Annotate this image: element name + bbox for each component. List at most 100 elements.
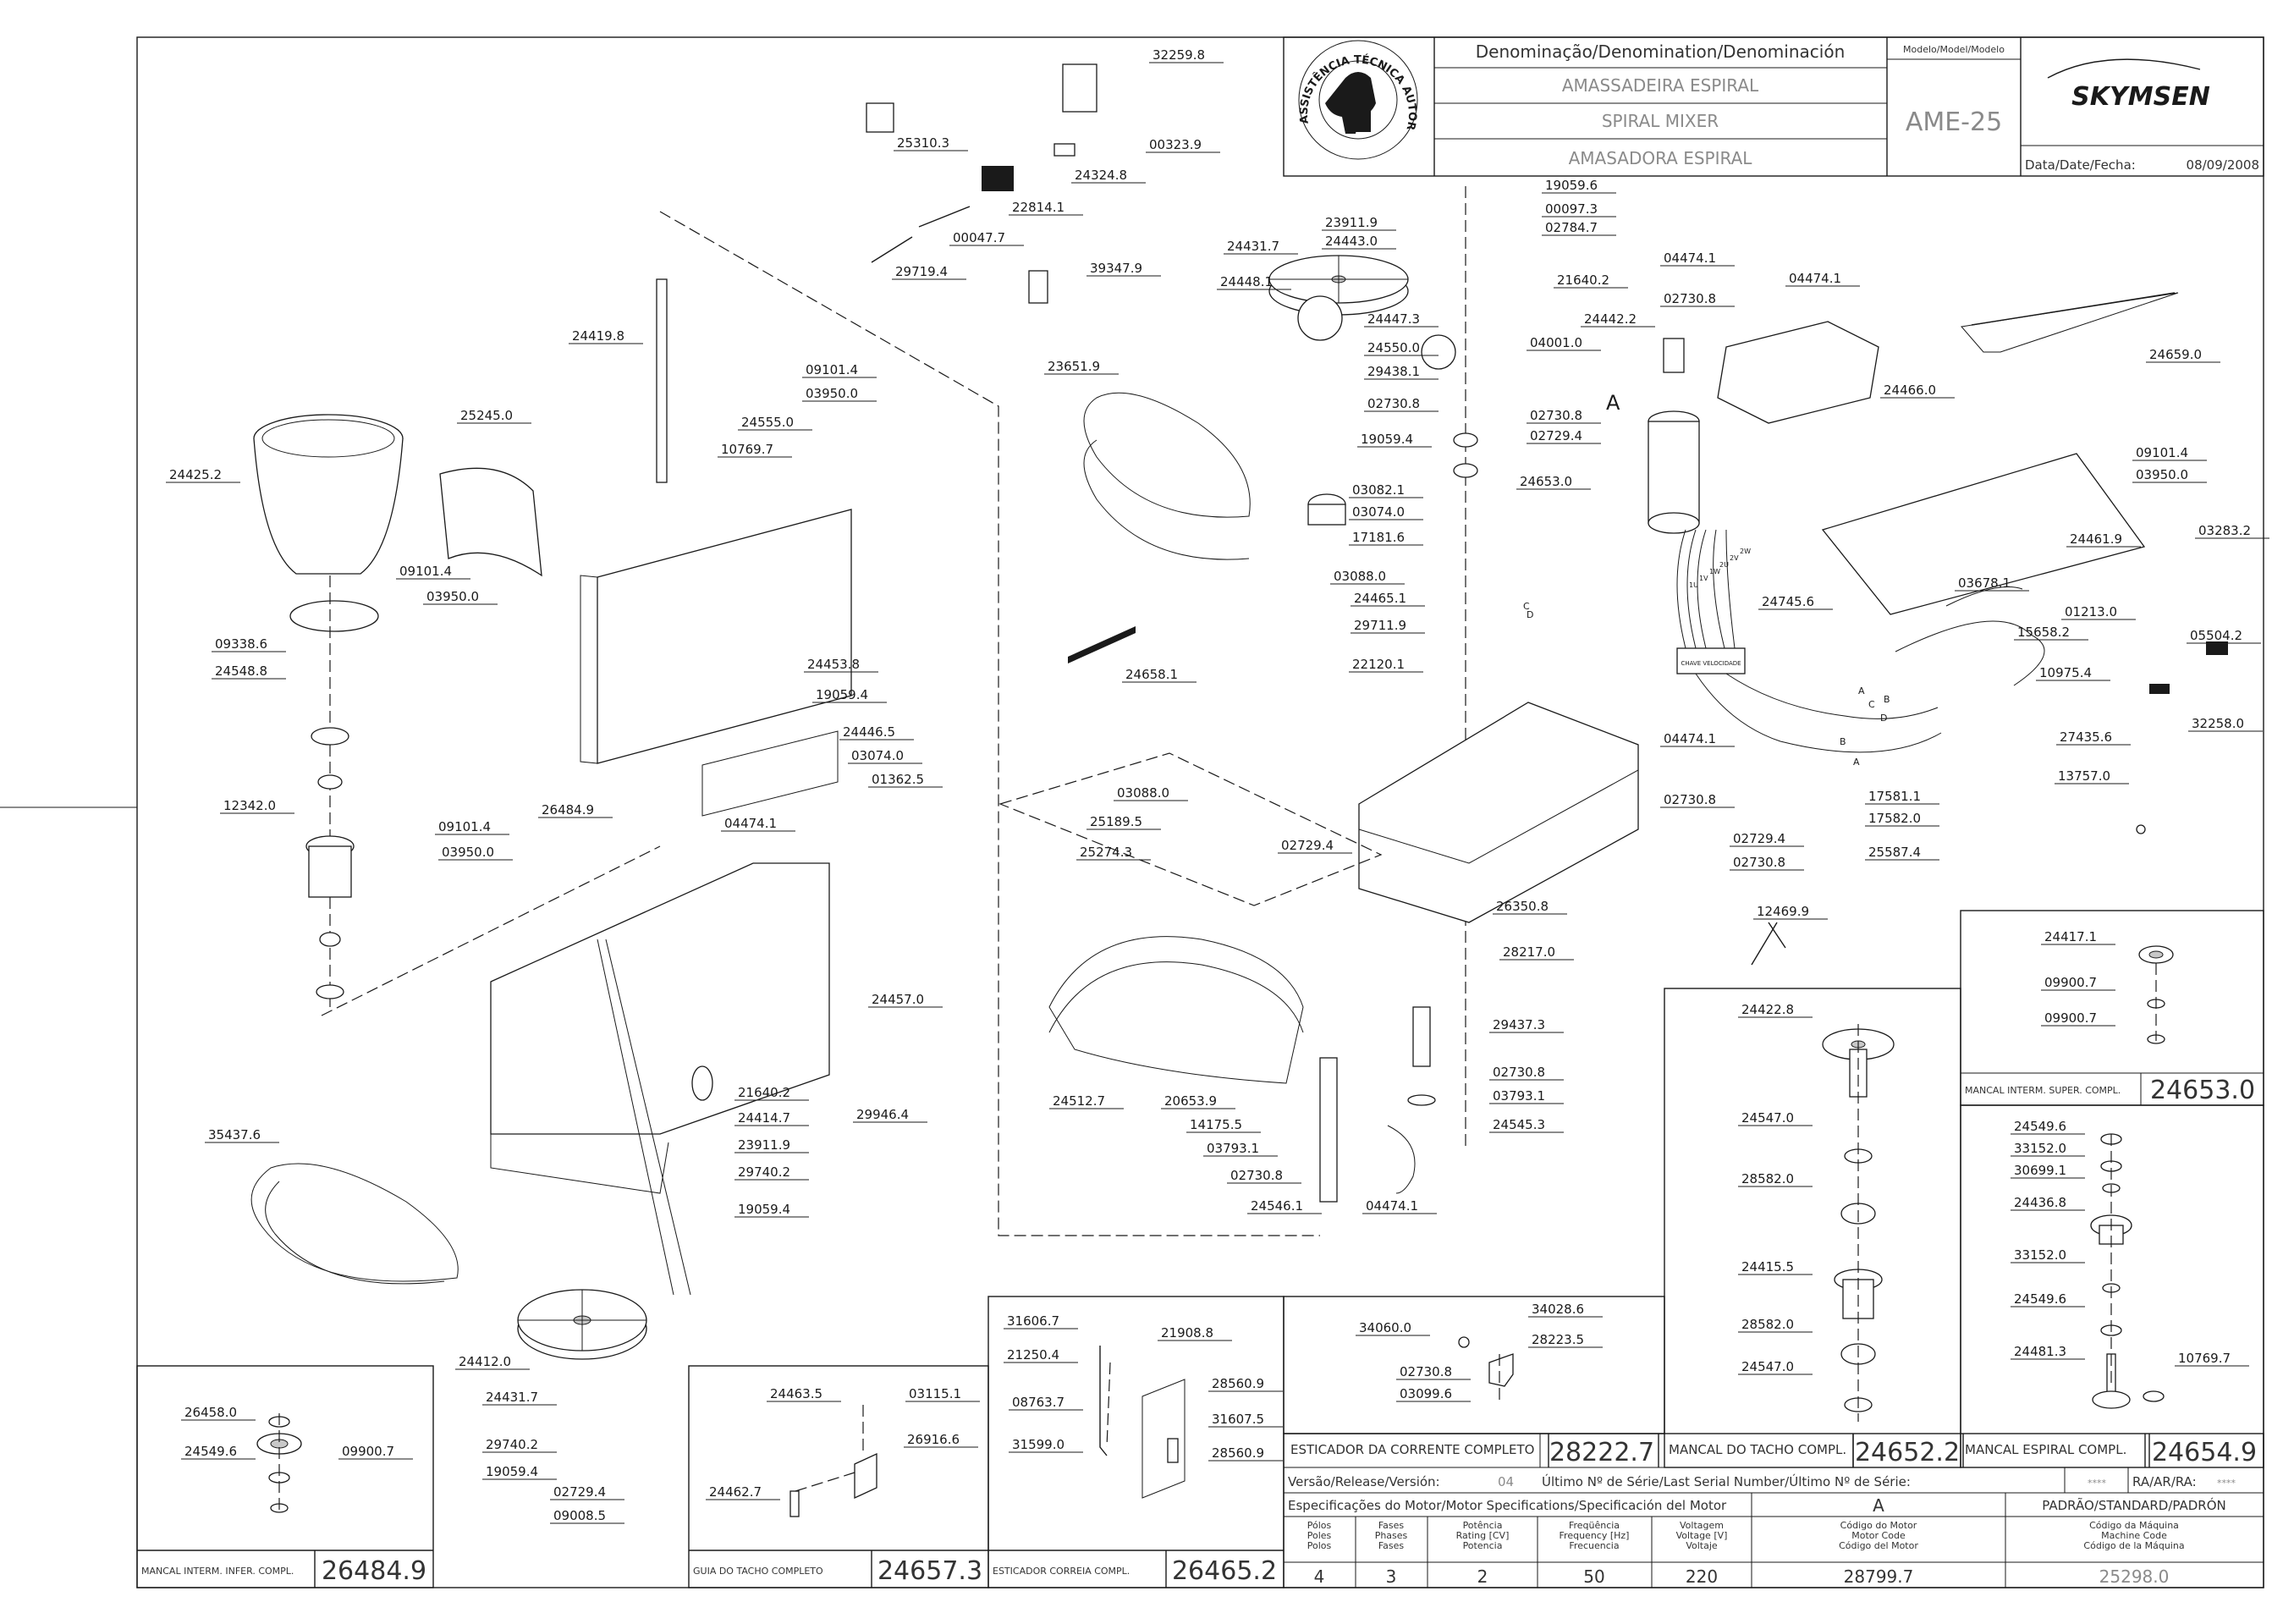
callout-box-24654: 24549.6 (2011, 1291, 2085, 1307)
callout-box-24653: 24417.1 (2041, 929, 2115, 945)
part-number: 24443.0 (1325, 234, 1378, 249)
wire-terminal: 2V (1730, 554, 1739, 562)
part-number: 30699.1 (2014, 1163, 2066, 1178)
part-number: 25189.5 (1090, 814, 1142, 829)
part-number: 03950.0 (442, 845, 494, 860)
spec-value: 4 (1314, 1566, 1325, 1587)
callout-box-24654: 10769.7 (2175, 1351, 2249, 1367)
callout-right: 24466.0 (1880, 383, 1955, 399)
callout-labels-top: 39347.9 (1086, 261, 1161, 277)
part-number: 24547.0 (1741, 1359, 1794, 1374)
part-number: 39347.9 (1090, 261, 1142, 276)
wire-terminal: 1W (1709, 568, 1720, 575)
part-number: 14175.5 (1190, 1117, 1242, 1132)
part-number: 00047.7 (953, 230, 1005, 245)
callout-right: 15658.2 (2014, 625, 2088, 641)
callout-box-26465: 28560.9 (1208, 1445, 1283, 1462)
part-number: 23651.9 (1048, 359, 1100, 374)
callout-middle: 29438.1 (1364, 364, 1439, 380)
part-number: 24658.1 (1125, 667, 1178, 682)
callout-right: 25587.4 (1865, 845, 1939, 861)
callout-right: 09101.4 (2132, 445, 2207, 461)
callout-box-24654: 33152.0 (2011, 1141, 2085, 1157)
svg-text:Especificações do Motor/Motor: Especificações do Motor/Motor Specificat… (1288, 1498, 1727, 1513)
part-number: 19059.4 (738, 1202, 790, 1217)
callout-middle: 25274.3 (1076, 845, 1151, 861)
part-number: 17582.0 (1868, 811, 1921, 826)
callout-box-24652: 24415.5 (1738, 1259, 1813, 1275)
spec-header-line: Potência (1463, 1520, 1503, 1531)
callout-main-left: 09101.4 (435, 819, 509, 835)
part-number: 02729.4 (553, 1484, 606, 1500)
part-number: 32258.0 (2192, 716, 2244, 731)
denomination-header: Denominação/Denomination/Denominación (1476, 41, 1846, 62)
svg-text:PADRÃO/STANDARD/PADRÓN: PADRÃO/STANDARD/PADRÓN (2042, 1497, 2226, 1513)
wire-letter: C (1523, 601, 1530, 612)
callout-middle: 24443.0 (1322, 234, 1396, 250)
callout-main-left: 29740.2 (734, 1164, 809, 1181)
spec-header-line: Pólos (1307, 1520, 1332, 1531)
part-number: 24462.7 (709, 1484, 762, 1500)
part-number: 24453.8 (807, 657, 860, 672)
part-number: 24457.0 (872, 992, 924, 1007)
callout-box-24657: 24462.7 (706, 1484, 780, 1500)
part-number: 24653.0 (1520, 474, 1572, 489)
part-number: 02729.4 (1530, 428, 1582, 443)
part-number: 31606.7 (1007, 1313, 1059, 1329)
name-pt: AMASSADEIRA ESPIRAL (1562, 75, 1759, 96)
part-number: 04474.1 (1366, 1198, 1418, 1214)
spec-value: 3 (1386, 1566, 1397, 1587)
callout-box-24652: 24547.0 (1738, 1359, 1813, 1375)
callout-middle: 21640.2 (1554, 273, 1628, 289)
callout-box-24657: 03115.1 (905, 1386, 980, 1402)
part-number-callouts: 24425.209338.624548.812342.024419.825245… (166, 47, 2269, 1524)
callout-main-left: 19059.4 (812, 687, 887, 703)
part-number: 24549.6 (184, 1444, 237, 1459)
wire-letter: B (1884, 694, 1890, 705)
part-number: 04474.1 (1664, 731, 1716, 746)
svg-text:SKYMSEN: SKYMSEN (2071, 82, 2210, 112)
callout-box-24654: 24481.3 (2011, 1344, 2085, 1360)
part-number: 03678.1 (1958, 575, 2011, 591)
part-number: 21640.2 (738, 1085, 790, 1100)
part-number: 17581.1 (1868, 789, 1921, 804)
callout-box-26465: 31607.5 (1208, 1412, 1283, 1428)
part-number: 03115.1 (909, 1386, 961, 1401)
part-number: 24448.1 (1220, 274, 1273, 289)
svg-text:24657.3: 24657.3 (877, 1556, 982, 1586)
callout-main-left: 02729.4 (550, 1484, 624, 1500)
part-number: 25587.4 (1868, 845, 1921, 860)
part-number: 28223.5 (1532, 1332, 1584, 1347)
callout-box-28222: 02730.8 (1396, 1364, 1471, 1380)
svg-text:MANCAL DO TACHO COMPL.: MANCAL DO TACHO COMPL. (1669, 1442, 1846, 1457)
callout-middle: 24546.1 (1247, 1198, 1322, 1214)
callout-box-24652: 28582.0 (1738, 1317, 1813, 1333)
callout-right: 05504.2 (2187, 628, 2261, 644)
callout-right: 02729.4 (1527, 428, 1601, 444)
callout-main-left: 12342.0 (220, 798, 294, 814)
spec-header-line: Código da Máquina (2089, 1520, 2179, 1531)
part-number: 03793.1 (1493, 1088, 1545, 1104)
spec-header-line: Potencia (1463, 1540, 1503, 1551)
part-number: 04474.1 (724, 816, 777, 831)
name-en: SPIRAL MIXER (1602, 111, 1719, 131)
assembly-box-28222: ESTICADOR DA CORRENTE COMPLETO 28222.7 (1283, 1296, 1665, 1468)
callout-right: 02729.4 (1730, 831, 1804, 847)
spec-header-line: Phases (1375, 1530, 1408, 1541)
bottom-info-block: Versão/Release/Versión: 04 Último Nº de … (1283, 1433, 2264, 1588)
wire-terminal: 1V (1699, 575, 1708, 582)
part-number: 24436.8 (2014, 1195, 2066, 1210)
part-number: 02730.8 (1664, 792, 1716, 807)
callout-main-left: 24453.8 (804, 657, 878, 673)
part-number: 02730.8 (1230, 1168, 1283, 1183)
callout-main-left: 09338.6 (212, 636, 286, 652)
callout-box-26465: 21908.8 (1158, 1325, 1232, 1341)
part-number: 24412.0 (459, 1354, 511, 1369)
part-number: 24466.0 (1884, 383, 1936, 398)
callout-right: 04474.1 (1785, 271, 1860, 287)
callout-labels-top: 29719.4 (892, 264, 966, 280)
callout-box-26484: 26458.0 (181, 1405, 256, 1421)
spec-header-line: Poles (1307, 1530, 1332, 1541)
svg-text:26465.2: 26465.2 (1172, 1556, 1277, 1586)
part-number: 09101.4 (2136, 445, 2188, 460)
